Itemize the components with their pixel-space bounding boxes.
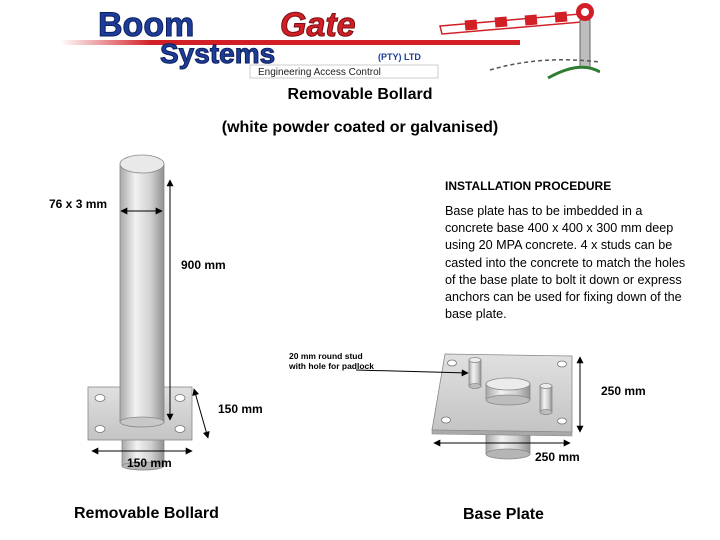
- bollard-top: [119, 154, 165, 174]
- logo-suffix: (PTY) LTD: [378, 52, 421, 62]
- padlock-stud: [539, 385, 553, 413]
- plate-hole: [174, 394, 186, 402]
- plate-depth-dimension-line: [192, 388, 210, 439]
- bollard-drawing: [87, 154, 210, 471]
- stud-note: 20 mm round stud with hole for padlock: [289, 351, 375, 371]
- plate-depth-label: 150 mm: [218, 402, 263, 416]
- logo-word-gate: Gate: [280, 6, 356, 44]
- base-front-label: 250 mm: [535, 450, 580, 464]
- diameter-label: 76 x 3 mm: [49, 197, 108, 211]
- logo-swoosh: [60, 40, 520, 45]
- plate-hole: [441, 416, 451, 424]
- company-logo: Boom Gate Systems (PTY) LTD Engineering …: [60, 0, 600, 82]
- logo-tagline: Engineering Access Control: [258, 67, 381, 78]
- plate-hole: [447, 359, 457, 367]
- logo-graphic: Boom Gate Systems (PTY) LTD Engineering …: [60, 3, 600, 80]
- boom-gate-icon: [439, 3, 600, 80]
- padlock-stud: [468, 359, 482, 387]
- bollard-tube: [119, 163, 165, 423]
- plate-width-label: 150 mm: [127, 456, 172, 470]
- bollard-caption: Removable Bollard: [74, 505, 219, 522]
- plate-hole: [94, 394, 106, 402]
- page-title: Removable Bollard: [287, 86, 433, 103]
- plate-hole: [94, 425, 106, 433]
- base-side-label: 250 mm: [601, 384, 646, 398]
- stud-callout-arrow: [355, 369, 469, 377]
- logo-word-boom: Boom: [98, 6, 194, 44]
- base-plate-drawing: [355, 353, 584, 460]
- installation-heading: INSTALLATION PROCEDURE: [445, 179, 612, 193]
- height-label: 900 mm: [181, 258, 226, 272]
- base-plate-caption: Base Plate: [463, 506, 544, 523]
- plate-hole: [557, 360, 567, 368]
- page-subtitle: (white powder coated or galvanised): [221, 119, 499, 136]
- plate-hole: [557, 417, 567, 425]
- plate-hole: [174, 425, 186, 433]
- logo-word-systems: Systems: [160, 38, 275, 69]
- installation-text: Base plate has to be imbedded in a concr…: [445, 204, 686, 322]
